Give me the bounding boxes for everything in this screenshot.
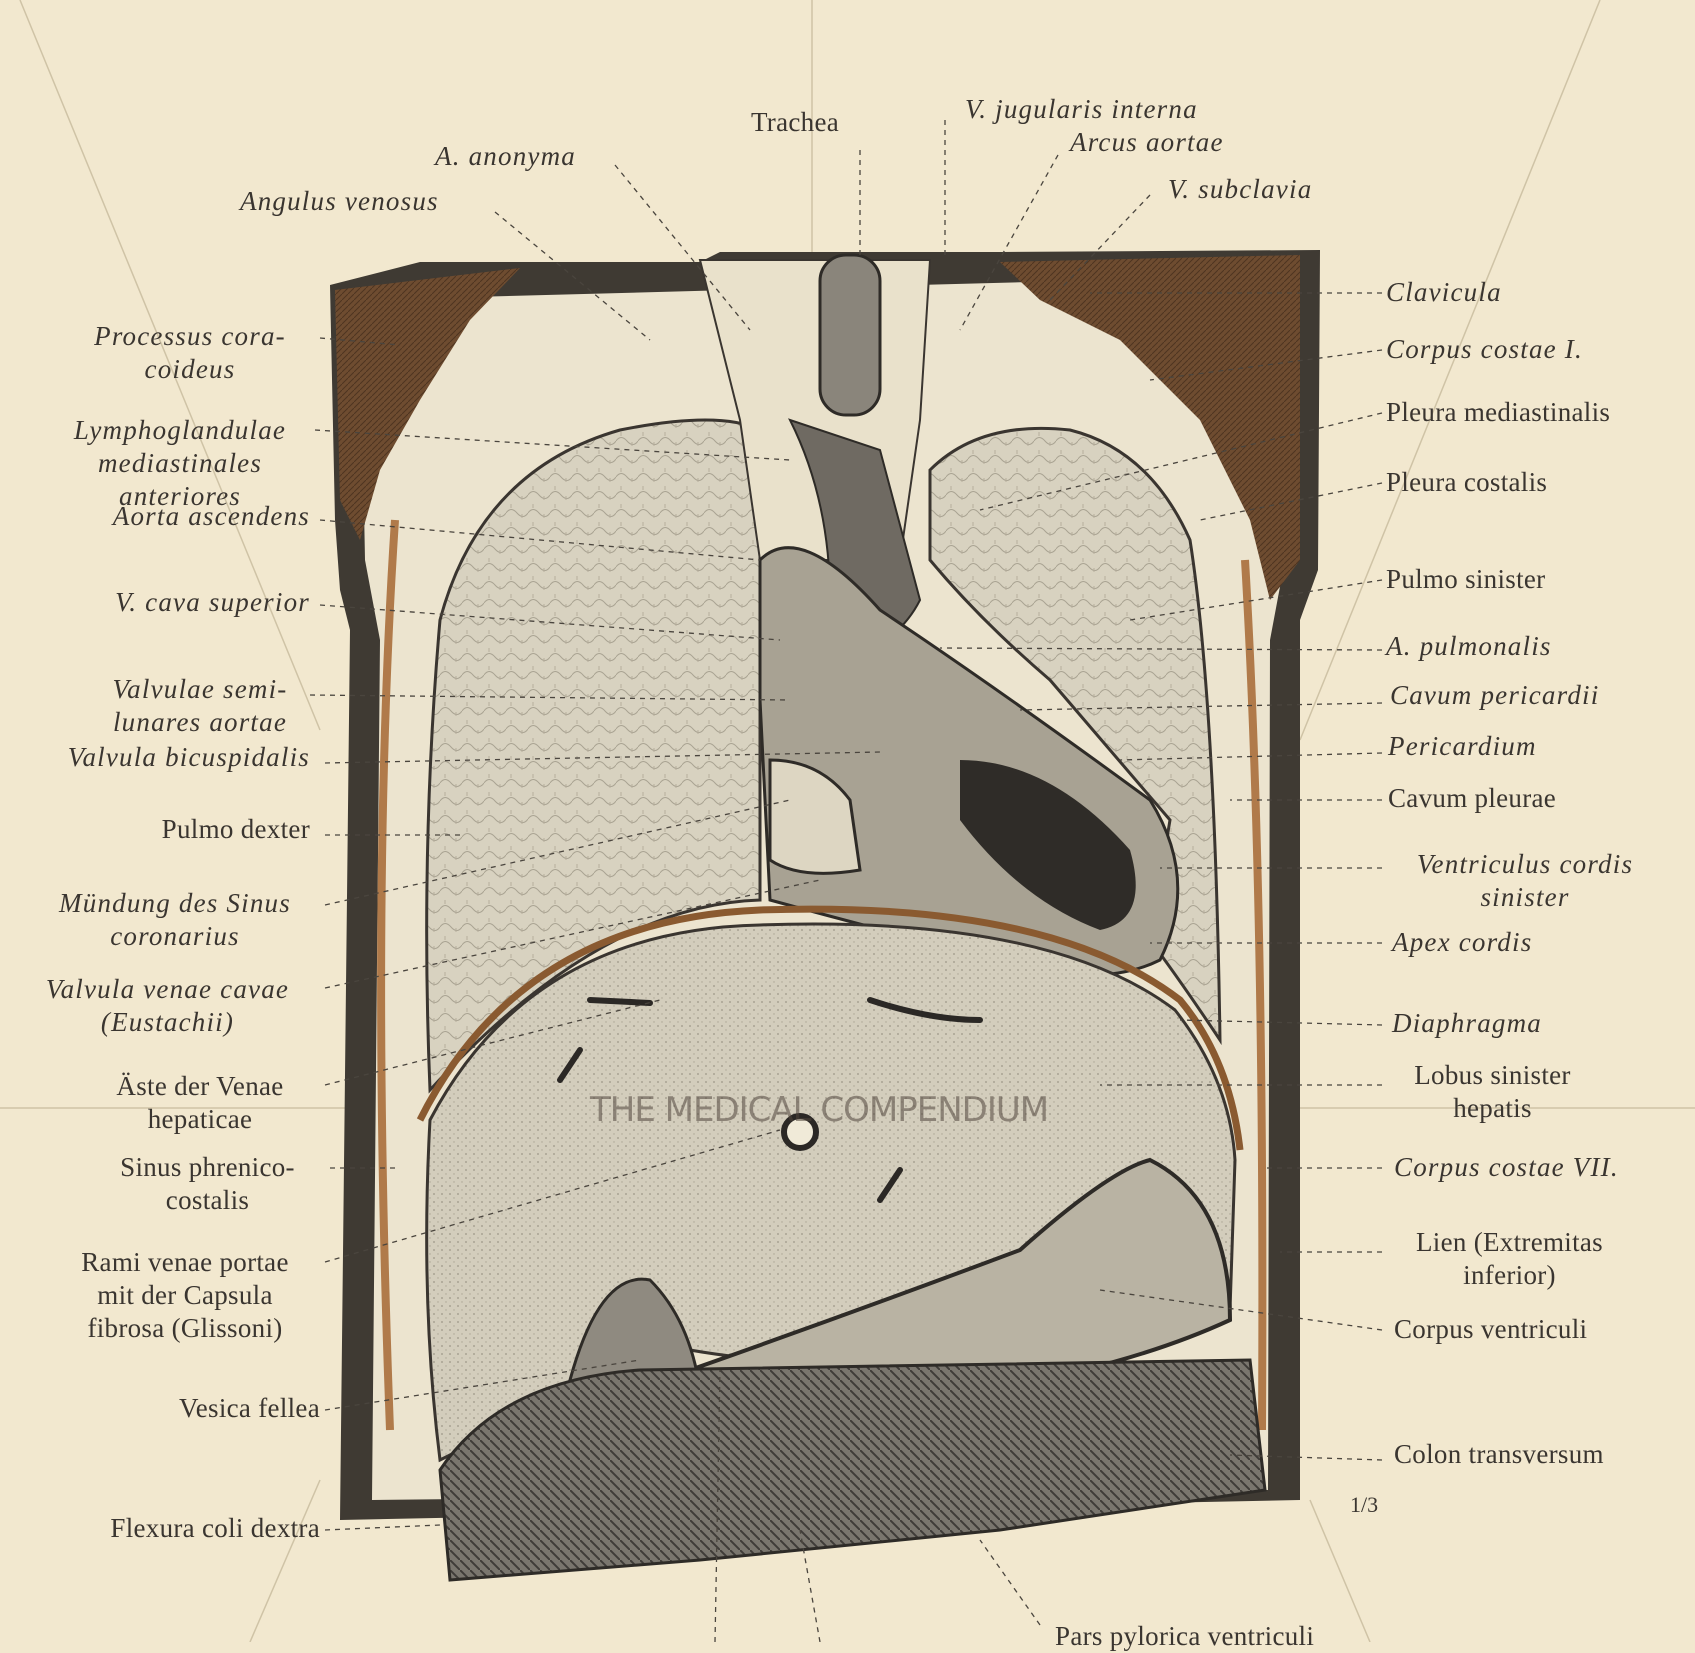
label-pars-pylorica: Pars pylorica ventriculi — [1055, 1621, 1315, 1651]
label-corpus-costae-i: Corpus costae I. — [1386, 334, 1583, 364]
label-lobus-sinister-hepatis: Lobus sinister hepatis — [1414, 1060, 1571, 1123]
label-aorta-ascendens: Aorta ascendens — [112, 501, 310, 531]
label-corpus-ventriculi: Corpus ventriculi — [1394, 1314, 1588, 1344]
left-ventricle-chamber — [960, 760, 1136, 930]
label-a-anonyma: A. anonyma — [435, 141, 576, 171]
label-arcus-aortae: Arcus aortae — [1070, 127, 1224, 157]
label-flexura-coli-dextra: Flexura coli dextra — [110, 1513, 320, 1543]
label-corpus-costae-vii: Corpus costae VII. — [1394, 1152, 1619, 1182]
label-valvulae-semilunares: Valvulae semi- lunares aortae — [112, 674, 288, 737]
label-diaphragma: Diaphragma — [1392, 1008, 1543, 1038]
portal-vein-ring — [781, 1113, 819, 1151]
label-angulus-venosus: Angulus venosus — [240, 186, 439, 216]
diaphragm — [416, 905, 1244, 1151]
pectoral-muscle-left — [1000, 255, 1300, 600]
label-pulmo-sinister: Pulmo sinister — [1386, 564, 1546, 594]
label-sinus-phrenicocostalis: Sinus phrenico- costalis — [120, 1152, 295, 1215]
label-a-pulmonalis: A. pulmonalis — [1386, 631, 1552, 661]
label-v-jugularis-interna: V. jugularis interna — [965, 94, 1198, 124]
label-cavum-pericardii: Cavum pericardii — [1390, 680, 1600, 710]
right-lung — [425, 418, 762, 1094]
left-lung — [928, 426, 1222, 1046]
label-apex-cordis: Apex cordis — [1392, 927, 1533, 957]
label-pleura-mediastinalis: Pleura mediastinalis — [1386, 397, 1611, 427]
label-pulmo-dexter: Pulmo dexter — [161, 814, 310, 844]
label-v-cava-superior: V. cava superior — [115, 587, 310, 617]
label-valvula-venae-cavae: Valvula venae cavae (Eustachii) — [45, 974, 290, 1037]
label-pericardium: Pericardium — [1388, 731, 1537, 761]
label-lymphoglandulae: Lymphoglandulae mediastinales anteriores — [73, 415, 287, 511]
label-cavum-pleurae: Cavum pleurae — [1388, 783, 1557, 813]
label-v-subclavia: V. subclavia — [1168, 174, 1313, 204]
scale-indicator: 1/3 — [1350, 1492, 1379, 1517]
colon — [438, 1358, 1267, 1582]
leader-lines — [309, 120, 1383, 1642]
label-muendung-sinus: Mündung des Sinus coronarius — [59, 888, 291, 951]
label-lien: Lien (Extremitas inferior) — [1416, 1227, 1603, 1290]
label-valvula-bicuspidalis: Valvula bicuspidalis — [67, 742, 310, 772]
trachea-shape — [818, 253, 882, 417]
label-trachea: Trachea — [750, 107, 840, 137]
label-ventriculus-cordis: Ventriculus cordis sinister — [1416, 849, 1634, 912]
label-clavicula: Clavicula — [1386, 277, 1502, 307]
label-pleura-costalis: Pleura costalis — [1386, 467, 1548, 497]
rib-muscle-strip-left — [1241, 559, 1267, 1431]
hepatic-vessels — [557, 997, 983, 1203]
label-processus-coracoideus: Processus cora- coideus — [94, 321, 286, 384]
label-colon-transversum: Colon transversum — [1394, 1439, 1604, 1469]
label-vesica-fellea: Vesica fellea — [178, 1393, 320, 1423]
watermark: THE MEDICAL COMPENDIUM — [590, 1090, 1049, 1130]
label-rami-venae-portae: Rami venae portae mit der Capsula fibros… — [81, 1247, 289, 1343]
pectoral-muscle-right — [335, 268, 520, 540]
right-atrium — [768, 758, 862, 875]
rib-muscle-strip-right — [377, 519, 399, 1431]
label-aeste-venae-hepaticae: Äste der Venae hepaticae — [116, 1071, 284, 1134]
